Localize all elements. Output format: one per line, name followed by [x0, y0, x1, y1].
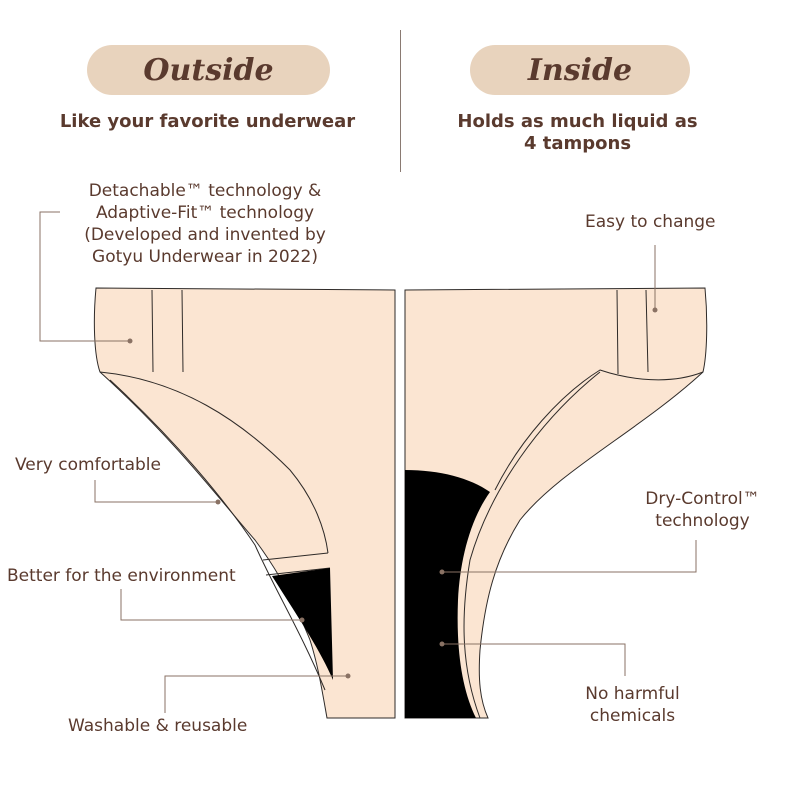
inside-leg-band	[494, 369, 704, 491]
feature-detachable-line2: Adaptive-Fit™ technology	[95, 203, 315, 223]
feature-detachable-line3: (Developed and invented by	[84, 225, 326, 245]
feature-no-harmful-line2: chemicals	[589, 706, 676, 726]
outside-tab-seam	[151, 289, 184, 373]
header-divider	[400, 30, 401, 172]
feature-dry-control: Dry-Control™ technology	[635, 488, 770, 532]
feature-comfortable: Very comfortable	[15, 455, 161, 475]
outside-subtitle: Like your favorite underwear	[59, 111, 356, 132]
inside-pad	[405, 470, 490, 718]
feature-detachable: Detachable™ technology & Adaptive-Fit™ t…	[55, 180, 355, 268]
feature-detachable-line1: Detachable™ technology &	[88, 181, 322, 201]
dot-environment	[299, 617, 305, 623]
feature-easy-change: Easy to change	[585, 212, 716, 232]
leader-environment	[120, 589, 302, 621]
dot-dry-control	[439, 569, 445, 575]
leader-washable	[164, 675, 348, 713]
inside-panel	[404, 287, 708, 719]
outside-gusset-seam	[262, 552, 331, 576]
outside-leg-band	[99, 371, 329, 554]
dot-washable	[345, 673, 351, 679]
outside-pad	[272, 568, 333, 680]
inside-label: Inside	[527, 52, 633, 88]
feature-dry-control-line1: Dry-Control™	[645, 489, 760, 509]
feature-detachable-line4: Gotyu Underwear in 2022)	[92, 247, 318, 267]
outside-label: Outside	[143, 52, 274, 88]
dot-no-harmful	[439, 641, 445, 647]
feature-environment: Better for the environment	[7, 566, 236, 586]
inside-subtitle-line1: Holds as much liquid as	[457, 111, 698, 132]
feature-washable: Washable & reusable	[68, 716, 248, 736]
outside-pill: Outside	[87, 45, 330, 95]
leader-detachable	[39, 211, 130, 342]
dot-easy-change	[652, 307, 658, 313]
outside-inner-leg	[109, 379, 326, 691]
leader-dry-control	[442, 540, 697, 573]
dot-comfortable	[215, 499, 221, 505]
inside-tab-seam	[616, 289, 649, 375]
feature-dry-control-line2: technology	[655, 511, 750, 531]
leader-comfortable	[94, 480, 218, 503]
feature-no-harmful: No harmful chemicals	[570, 683, 695, 727]
leader-no-harmful	[442, 643, 626, 676]
inside-subtitle: Holds as much liquid as 4 tampons	[430, 111, 725, 155]
inside-subtitle-line2: 4 tampons	[523, 133, 632, 154]
dot-detachable	[127, 338, 133, 344]
outside-panel	[93, 287, 396, 719]
inside-pill: Inside	[470, 45, 690, 95]
feature-no-harmful-line1: No harmful	[585, 684, 680, 704]
inside-inner-leg	[463, 371, 601, 719]
